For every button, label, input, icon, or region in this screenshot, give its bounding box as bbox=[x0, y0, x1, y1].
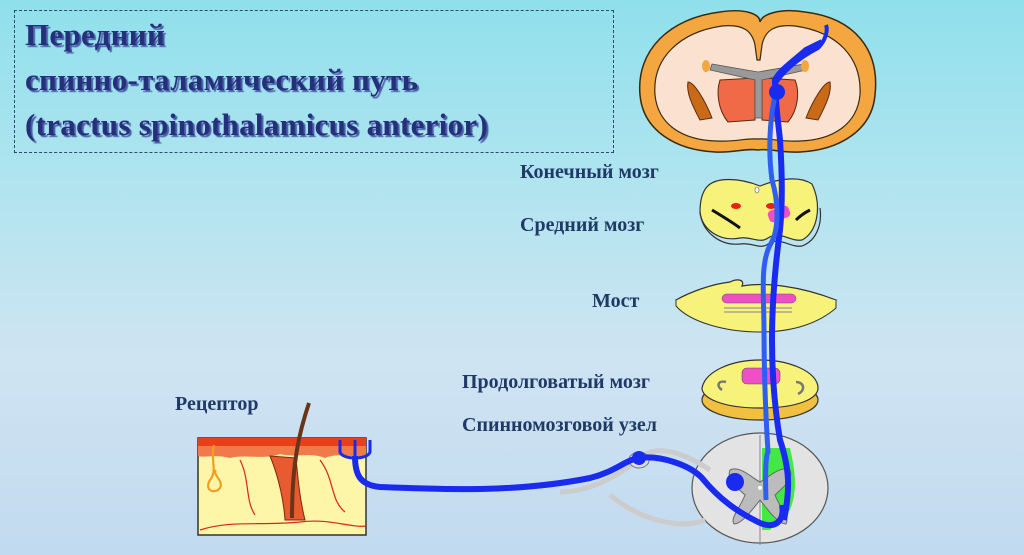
thalamus-cell-body bbox=[769, 84, 785, 100]
skin-receptor-section bbox=[197, 402, 367, 536]
ventral-root bbox=[608, 493, 706, 527]
caudate-left bbox=[702, 60, 710, 72]
label-pons: Мост bbox=[592, 290, 640, 312]
label-midbrain: Средний мозг bbox=[520, 214, 645, 236]
olive-left bbox=[717, 380, 727, 392]
medulla-section bbox=[701, 359, 819, 421]
lentiform-left bbox=[687, 81, 713, 121]
label-receptor: Рецептор bbox=[175, 393, 259, 415]
substantia-nigra-left bbox=[711, 208, 741, 230]
pons-section bbox=[674, 279, 838, 333]
third-neuron bbox=[760, 94, 780, 501]
blood-vessels bbox=[199, 459, 367, 531]
title-line-1: Передний bbox=[25, 17, 166, 52]
title-line-2: спинно-таламический путь bbox=[25, 62, 419, 97]
midbrain-section bbox=[699, 178, 822, 247]
first-neuron bbox=[352, 454, 786, 529]
caudate-right bbox=[801, 60, 809, 72]
dorsal-horn-cell-body bbox=[726, 473, 744, 491]
hair-shaft bbox=[290, 402, 311, 519]
red-nucleus-right bbox=[766, 203, 776, 209]
red-nucleus-left bbox=[731, 203, 741, 209]
second-neuron-ascending bbox=[768, 39, 824, 521]
label-medulla: Продолговатый мозг bbox=[462, 371, 650, 393]
title-box: Передний спинно-таламический путь (tract… bbox=[14, 10, 614, 153]
olive-right bbox=[795, 380, 805, 396]
hair-follicle bbox=[269, 455, 306, 521]
ganglion-cell-body bbox=[632, 451, 646, 465]
spinothalamic-pathway bbox=[338, 24, 829, 529]
substantia-nigra-right bbox=[794, 208, 811, 222]
lentiform-right bbox=[805, 81, 831, 121]
receptor-ending bbox=[338, 440, 372, 460]
thalamocortical-fiber bbox=[773, 24, 829, 86]
medial-lemniscus-pons bbox=[721, 293, 797, 304]
label-spinal-ganglion: Спинномозговой узел bbox=[462, 414, 657, 436]
label-telencephalon: Конечный мозг bbox=[520, 161, 659, 183]
thalamus-left bbox=[717, 77, 756, 123]
title-line-3: (tractus spinothalamicus anterior) bbox=[25, 107, 489, 142]
brain-coronal-section bbox=[639, 10, 877, 153]
sweat-gland bbox=[207, 444, 222, 493]
